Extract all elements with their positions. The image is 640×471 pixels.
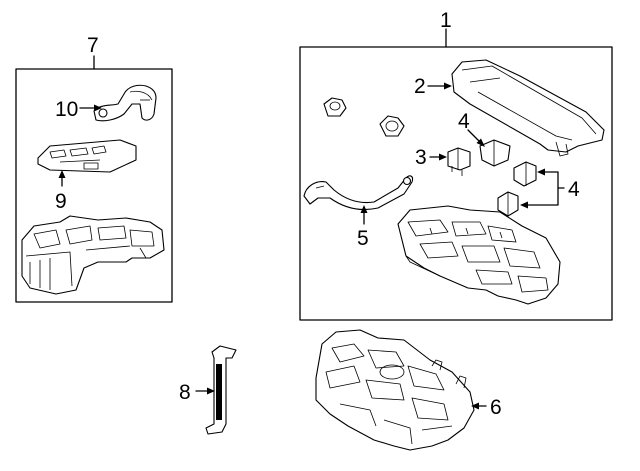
group-1-box — [299, 28, 613, 321]
callout-3: 3 — [415, 146, 427, 169]
part-5-cable — [303, 175, 414, 211]
callout-5: 5 — [357, 227, 369, 250]
callout-1: 1 — [440, 9, 452, 32]
callout-2: 2 — [414, 75, 426, 98]
callout-10: 10 — [55, 98, 78, 121]
part-9-plate — [37, 139, 137, 173]
group-7-box — [15, 55, 173, 303]
part-3-relay — [447, 147, 471, 176]
main-fuse-block — [397, 205, 561, 305]
callout-7: 7 — [87, 34, 99, 57]
part-4-relay-a — [479, 139, 511, 167]
callout-9: 9 — [55, 190, 67, 213]
leader-lines — [58, 82, 565, 410]
part-4-relay-c — [497, 191, 519, 217]
part-6-bracket — [315, 329, 475, 451]
part-4-relay-b — [513, 161, 537, 187]
callout-8: 8 — [179, 381, 191, 404]
part-10-cable — [93, 84, 157, 122]
grommet-part — [379, 115, 405, 137]
callout-4-upper: 4 — [458, 110, 470, 133]
callout-6: 6 — [490, 396, 502, 419]
part-8-clip — [205, 345, 237, 435]
part-2-cover — [451, 59, 605, 157]
part-7-fuse-base — [21, 215, 165, 295]
callout-4-right: 4 — [568, 178, 580, 201]
nut-part — [323, 97, 347, 117]
